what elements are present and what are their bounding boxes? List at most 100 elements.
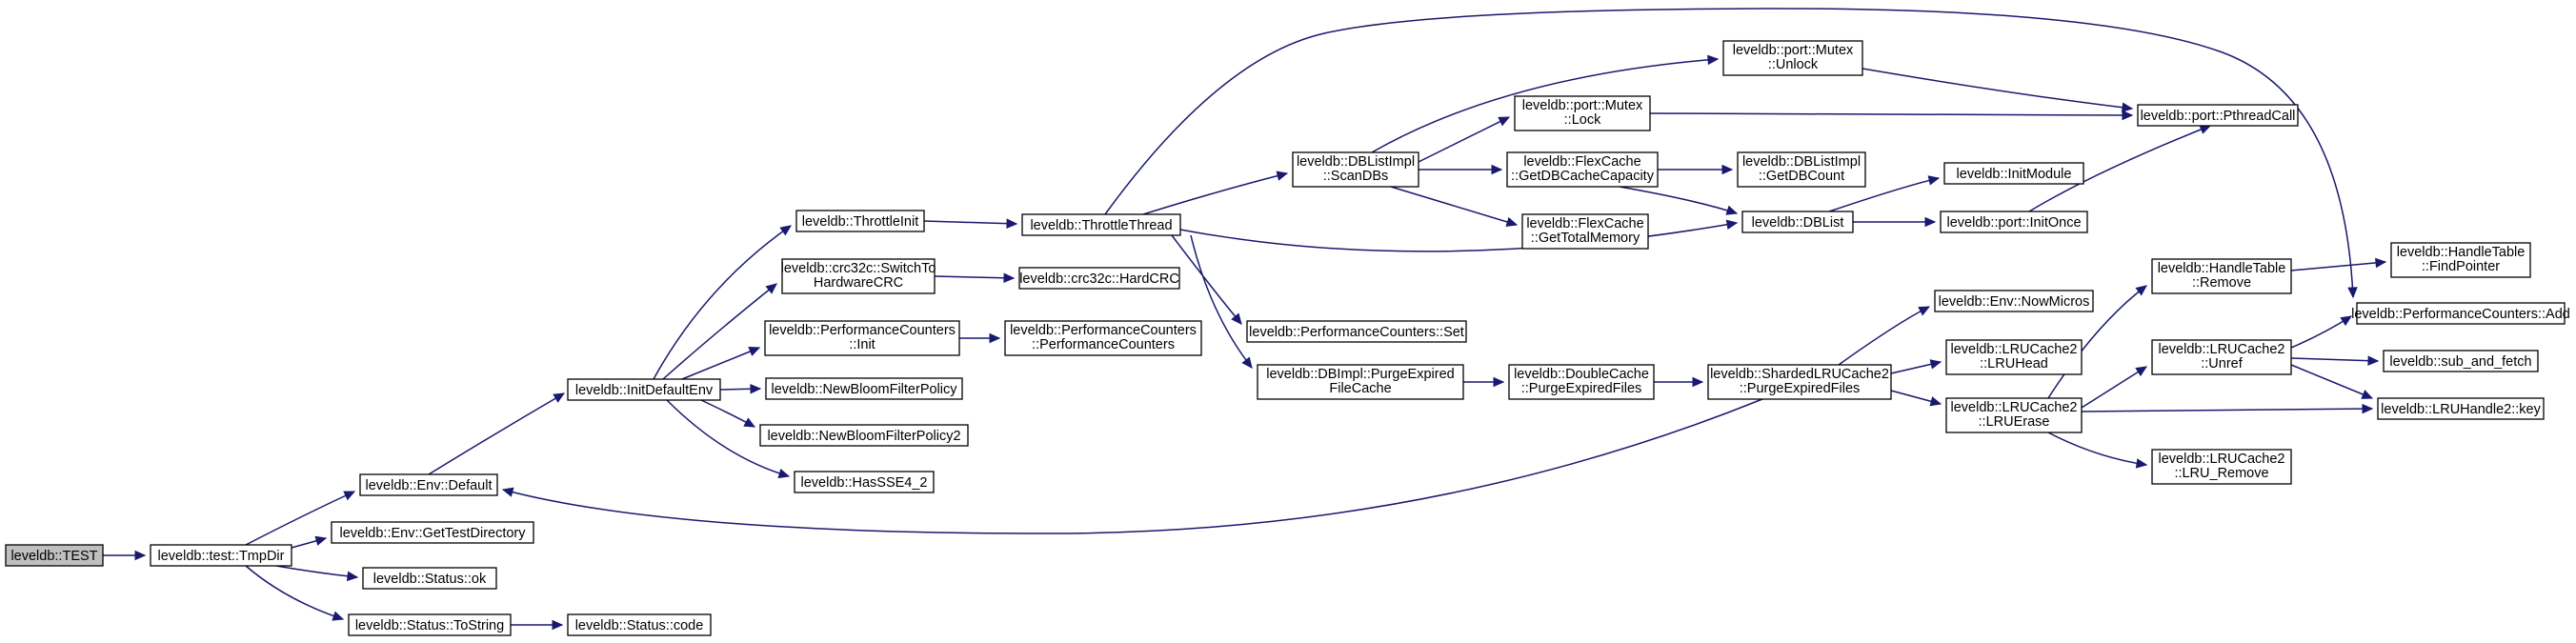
node-box [795,210,925,232]
node-newbloom2[interactable]: leveldb::NewBloomFilterPolicy2 [759,424,969,447]
node-mutexunlock[interactable]: leveldb::port::Mutex::Unlock [1722,40,1863,76]
edge-line [502,398,1763,534]
node-lruhandlekey[interactable]: leveldb::LRUHandle2::key [2377,397,2545,420]
node-test: leveldb::TEST [5,544,104,567]
node-label: leveldb::NewBloomFilterPolicy2 [767,429,960,444]
node-initonce[interactable]: leveldb::port::InitOnce [1940,211,2088,233]
node-box [5,544,104,567]
node-perfcountersinit[interactable]: leveldb::PerformanceCounters::Init [764,320,960,356]
node-label: ::FindPointer [2422,259,2500,274]
arrowhead-icon [2121,102,2134,112]
node-shardedpurge[interactable]: leveldb::ShardedLRUCache2::PurgeExpiredF… [1707,364,1892,400]
node-box [1521,213,1649,250]
arrowhead-icon [779,225,792,236]
node-nowmicros[interactable]: leveldb::Env::NowMicros [1934,290,2094,312]
node-dblist[interactable]: leveldb::DBList [1741,211,1854,233]
node-hardcrc[interactable]: leveldb::crc32c::HardCRC [1018,267,1180,290]
edge-line [1838,306,1930,366]
edge-line [2290,364,2373,399]
node-box [348,613,512,636]
node-label: leveldb::ShardedLRUCache2 [1710,367,1889,382]
arrowhead-icon [2361,390,2374,399]
node-newbloom[interactable]: leveldb::NewBloomFilterPolicy [765,377,963,400]
node-tmpdir[interactable]: leveldb::test::TmpDir [150,544,292,567]
node-label: leveldb::Status::ok [373,572,487,587]
edge-getdbcachecap-to-getdbcount [1658,164,1734,175]
node-lruremove[interactable]: leveldb::LRUCache2::LRU_Remove [2151,449,2292,485]
node-box [1943,162,2084,185]
node-label: leveldb::FlexCache [1523,154,1640,170]
node-initdefaultenv[interactable]: leveldb::InitDefaultEnv [567,378,721,401]
node-mutexlock[interactable]: leveldb::port::Mutex::Lock [1514,95,1651,131]
node-box [781,258,936,294]
node-htremove[interactable]: leveldb::HandleTable::Remove [2151,258,2292,294]
node-findpointer[interactable]: leveldb::HandleTable::FindPointer [2390,242,2531,278]
node-scandbs[interactable]: leveldb::DBListImpl::ScanDBs [1292,151,1419,188]
node-lruhead[interactable]: leveldb::LRUCache2::LRUHead [1945,339,2083,375]
node-tostring[interactable]: leveldb::Status::ToString [348,613,512,636]
arrowhead-icon [1003,272,1016,284]
node-box [2377,397,2545,420]
node-initmodule[interactable]: leveldb::InitModule [1943,162,2084,185]
edge-line [934,275,1015,279]
node-subandfetch[interactable]: leveldb::sub_and_fetch [2383,350,2539,372]
node-perfcountersctor[interactable]: leveldb::PerformanceCounters::Performanc… [1004,320,1202,356]
node-box [2151,258,2292,294]
edge-line [245,565,344,620]
edge-doublecachepurge-to-shardedpurge [1654,376,1704,388]
node-box [567,378,721,401]
edge-line [1390,186,1518,226]
node-lruerase[interactable]: leveldb::LRUCache2::LRUErase [1945,397,2083,433]
arrowhead-icon [765,283,777,294]
node-box [1737,151,1866,188]
node-getdbcount[interactable]: leveldb::DBListImpl::GetDBCount [1737,151,1866,188]
arrowhead-icon [1276,171,1289,181]
edge-lruerase-to-lruremove [2047,432,2148,469]
node-box [1945,339,2083,375]
edge-line [662,283,777,380]
edge-line [2047,432,2147,466]
arrowhead-icon [1929,396,1942,407]
edge-line [1619,186,1738,214]
node-unref[interactable]: leveldb::LRUCache2::Unref [2151,339,2292,375]
node-label: ::LRUHead [1980,356,2048,372]
node-throttleinit[interactable]: leveldb::ThrottleInit [795,210,925,232]
node-label: leveldb::PerformanceCounters [769,323,956,338]
node-hassse[interactable]: leveldb::HasSSE4_2 [794,471,935,493]
arrowhead-icon [553,392,566,403]
edge-initdefaultenv-to-switchtohw [662,283,777,380]
node-doublecachepurge[interactable]: leveldb::DoubleCache::PurgeExpiredFiles [1508,364,1655,400]
node-gettestdir[interactable]: leveldb::Env::GetTestDirectory [331,521,534,544]
node-label: leveldb::Env::NowMicros [1939,294,2090,310]
node-label: leveldb::crc32c::SwitchTo [781,261,936,276]
node-statuscode[interactable]: leveldb::Status::code [567,613,712,636]
edge-line [1371,58,1719,153]
arrowhead-icon [748,347,761,356]
node-label: HardwareCRC [814,275,903,291]
node-gettotalmem[interactable]: leveldb::FlexCache::GetTotalMemory [1521,213,1649,250]
edge-throttlethread-to-dblist [1179,219,1739,252]
edge-shardedpurge-to-nowmicros [1838,306,1931,366]
node-throttlethread[interactable]: leveldb::ThrottleThread [1021,213,1181,236]
edge-htremove-to-findpointer [2290,257,2387,271]
node-label: leveldb::ThrottleInit [802,214,919,230]
node-label: ::GetDBCount [1759,169,1844,184]
node-label: leveldb::port::PthreadCall [2141,109,2296,124]
node-box [2137,104,2299,127]
node-label: ::PurgeExpiredFiles [1740,381,1861,396]
edge-perfcountersinit-to-perfcountersctor [959,332,1001,344]
node-label: ::ScanDBs [1323,169,1389,184]
arrowhead-icon [1692,376,1704,388]
node-getdbcachecap[interactable]: leveldb::FlexCache::GetDBCacheCapacity [1506,151,1659,188]
node-box [567,613,712,636]
node-statusok[interactable]: leveldb::Status::ok [362,567,497,590]
edge-line [245,491,355,546]
node-box [1004,320,1202,356]
node-envdefault[interactable]: leveldb::Env::Default [359,473,498,496]
node-pthreadcall[interactable]: leveldb::port::PthreadCall [2137,104,2299,127]
node-perfset[interactable]: leveldb::PerformanceCounters::Set [1246,320,1467,343]
node-perfadd[interactable]: leveldb::PerformanceCounters::Add [2351,302,2570,325]
